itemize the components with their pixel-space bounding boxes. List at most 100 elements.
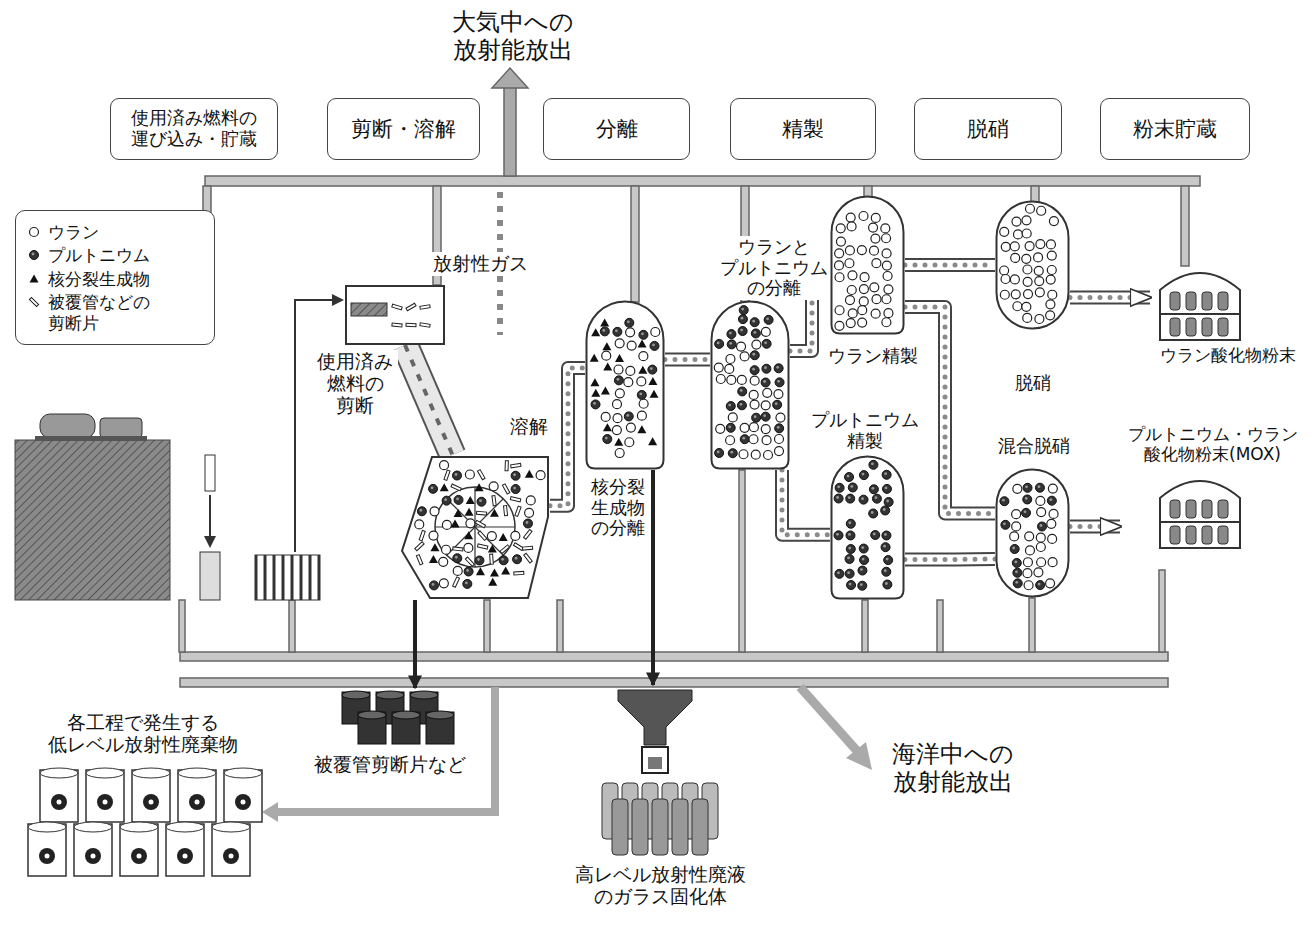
- hull-waste-drums-icon: [300, 688, 480, 750]
- uranium-particle: [639, 352, 648, 361]
- legend-row: プルトニウム: [26, 245, 204, 265]
- pipe-connector: [1070, 522, 1120, 532]
- fission-product-particle: [638, 340, 647, 348]
- fission-product-particle: [501, 567, 510, 575]
- plutonium-particle: [761, 378, 770, 387]
- plutonium-particle: [859, 471, 868, 480]
- drain-manifold: [862, 600, 868, 652]
- uranium-particle: [1037, 558, 1046, 567]
- uranium-particle: [1000, 290, 1009, 299]
- plutonium-particle: [846, 494, 855, 503]
- plutonium-particle: [727, 340, 736, 349]
- plutonium-particle: [737, 401, 746, 410]
- plutonium-particle: [859, 495, 868, 504]
- plutonium-particle: [1015, 570, 1018, 573]
- uranium-particle: [1047, 265, 1056, 274]
- powder-storage-icon: [1218, 292, 1228, 310]
- uranium-particle: [860, 273, 869, 282]
- powder-storage: プルトニウム・ウラン 酸化物粉末(MOX): [1120, 425, 1305, 552]
- plutonium-particle: [1024, 510, 1027, 513]
- fuel-assembly: [209, 495, 211, 538]
- uranium-particle: [848, 309, 857, 318]
- uranium-particle: [1036, 543, 1045, 552]
- hull-waste-drums-icon: [358, 711, 386, 719]
- process-header: 脱硝: [914, 98, 1062, 160]
- node-label: 使用済み 燃料の 剪断: [312, 350, 398, 418]
- plutonium-particle: [625, 318, 634, 327]
- drop-connector: [653, 470, 654, 685]
- uranium-particle: [1037, 206, 1046, 215]
- uranium-particle: [752, 340, 761, 349]
- ventilation-manifold: [1031, 186, 1039, 202]
- plutonium-particle: [741, 308, 744, 311]
- plutonium-particle: [882, 531, 891, 540]
- sea-discharge-arrow: [846, 742, 872, 770]
- vitrified-waste-icon: [618, 690, 692, 745]
- plutonium-particle: [774, 364, 783, 373]
- fission-product-particle: [490, 509, 499, 517]
- uranium-particle: [884, 309, 893, 318]
- process-header: 使用済み燃料の 運び込み・貯蔵: [110, 98, 278, 160]
- cladding-fragment: [500, 545, 510, 554]
- plutonium-particle: [849, 583, 852, 586]
- uranium-particle: [714, 363, 723, 372]
- uranium-particle: [835, 249, 844, 258]
- cladding-fragment: [510, 497, 520, 502]
- uranium-particle: [626, 328, 635, 337]
- uranium-particle: [774, 447, 783, 456]
- uranium-particle: [727, 375, 736, 384]
- cladding-fragment: [502, 484, 509, 494]
- uranium-particle: [774, 390, 783, 399]
- low-level-waste-drums-icon: [57, 799, 62, 804]
- uranium-particle: [1001, 275, 1010, 284]
- uranium-particle: [774, 435, 783, 444]
- uranium-particle: [858, 306, 867, 315]
- plutonium-particle: [717, 341, 720, 344]
- pipe-connector: [665, 355, 710, 365]
- uranium-particle: [1012, 217, 1021, 226]
- legend-row: 被覆管などの 剪断片: [26, 292, 204, 333]
- uranium-particle: [487, 532, 496, 541]
- dissolver-wheel: [435, 487, 515, 567]
- node-label: 高レベル放射性廃液 のガラス固化体: [550, 864, 770, 908]
- plutonium-particle: [465, 582, 468, 585]
- uranium-particle: [1012, 522, 1021, 531]
- plutonium-particle: [835, 569, 844, 578]
- plutonium-particle: [764, 341, 767, 344]
- uranium-particle: [440, 461, 449, 470]
- plutonium-particle: [862, 473, 865, 476]
- plutonium-particle: [871, 531, 880, 540]
- uranium-particle: [847, 222, 856, 231]
- legend-swatch: [26, 272, 42, 286]
- ventilation-manifold: [205, 176, 1200, 186]
- fission-product-particle: [649, 390, 658, 398]
- plutonium-particle: [464, 567, 473, 576]
- plutonium-particle: [605, 437, 608, 440]
- stack-exhaust-arrow: [504, 86, 516, 176]
- plutonium-particle: [1012, 547, 1015, 550]
- plutonium-particle: [715, 339, 724, 348]
- particles: [1000, 204, 1059, 323]
- drain-manifold: [179, 470, 1168, 687]
- plutonium-particle: [860, 556, 869, 565]
- plutonium-particle: [641, 332, 644, 335]
- low-level-waste-drums-icon: [241, 799, 246, 804]
- powder-storage-icon: [1160, 481, 1240, 548]
- cladding-fragment: [475, 520, 485, 527]
- uranium-particle: [882, 318, 891, 327]
- plutonium-particle: [885, 582, 888, 585]
- plutonium-particle: [453, 554, 462, 563]
- node-label: 核分裂 生成物 の分離: [587, 476, 649, 540]
- drain-manifold: [179, 600, 185, 652]
- vessel-outline: [587, 302, 664, 469]
- fuel-storage-building: [35, 436, 147, 441]
- uranium-particle: [1010, 275, 1019, 284]
- fuel-assembly: [332, 294, 344, 306]
- uranium-particle: [453, 566, 462, 575]
- low-level-waste-drums-icon: [183, 853, 188, 858]
- fuel-assembly: [205, 455, 215, 491]
- uranium-particle: [848, 271, 857, 280]
- fission-product-particle: [466, 496, 475, 504]
- plutonium-particle: [741, 317, 744, 320]
- chute-connector: [405, 345, 453, 455]
